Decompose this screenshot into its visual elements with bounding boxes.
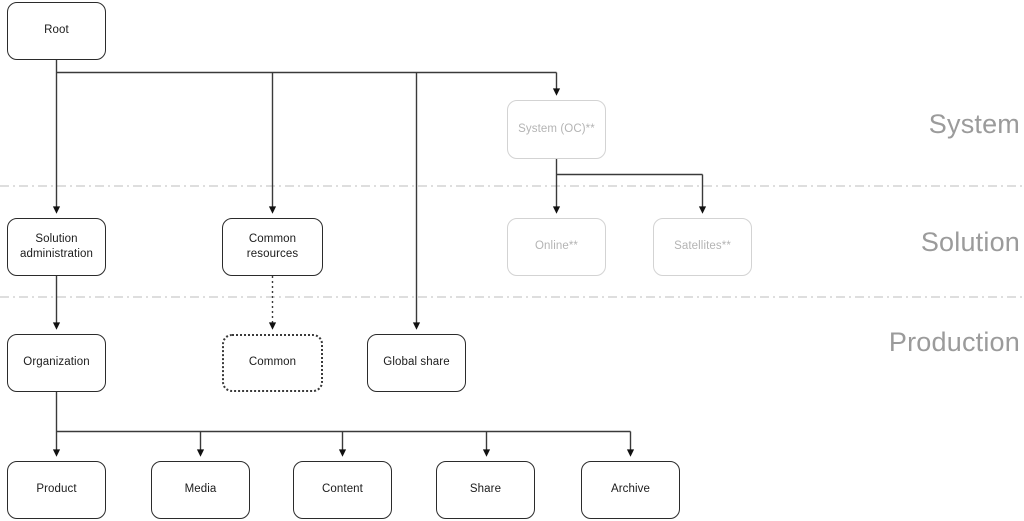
node-content[interactable]: Content <box>293 461 392 519</box>
node-satellites[interactable]: Satellites** <box>653 218 752 276</box>
node-global-share-label: Global share <box>383 356 450 369</box>
edge-organization-bus <box>55 392 631 433</box>
lane-label-production: Production <box>888 327 1020 357</box>
node-organization-label: Organization <box>23 356 90 369</box>
node-root[interactable]: Root <box>7 2 106 60</box>
node-solution-administration-label: Solution administration <box>20 232 93 260</box>
lane-label-solution: Solution <box>920 227 1020 257</box>
edge-root-bus <box>55 60 557 74</box>
node-solution-administration[interactable]: Solution administration <box>7 218 106 276</box>
node-global-share[interactable]: Global share <box>367 334 466 392</box>
node-share[interactable]: Share <box>436 461 535 519</box>
edge-system-oc-bus <box>555 159 703 176</box>
node-archive[interactable]: Archive <box>581 461 680 519</box>
node-system-oc-label: System (OC)** <box>518 122 595 135</box>
node-media[interactable]: Media <box>151 461 250 519</box>
node-online[interactable]: Online** <box>507 218 606 276</box>
node-common[interactable]: Common <box>222 334 323 392</box>
lane-label-system: System <box>928 109 1020 139</box>
node-satellites-label: Satellites** <box>674 240 731 253</box>
node-share-label: Share <box>469 483 502 496</box>
node-system-oc[interactable]: System (OC)** <box>507 100 606 159</box>
node-online-label: Online** <box>535 240 578 253</box>
node-archive-label: Archive <box>610 483 651 496</box>
node-organization[interactable]: Organization <box>7 334 106 392</box>
node-common-resources-label: Common resources <box>246 232 299 260</box>
node-product-label: Product <box>36 483 77 496</box>
node-root-label: Root <box>44 24 69 37</box>
node-content-label: Content <box>322 483 363 496</box>
node-product[interactable]: Product <box>7 461 106 519</box>
node-common-label: Common <box>248 356 297 369</box>
node-media-label: Media <box>184 483 217 496</box>
node-common-resources[interactable]: Common resources <box>222 218 323 276</box>
